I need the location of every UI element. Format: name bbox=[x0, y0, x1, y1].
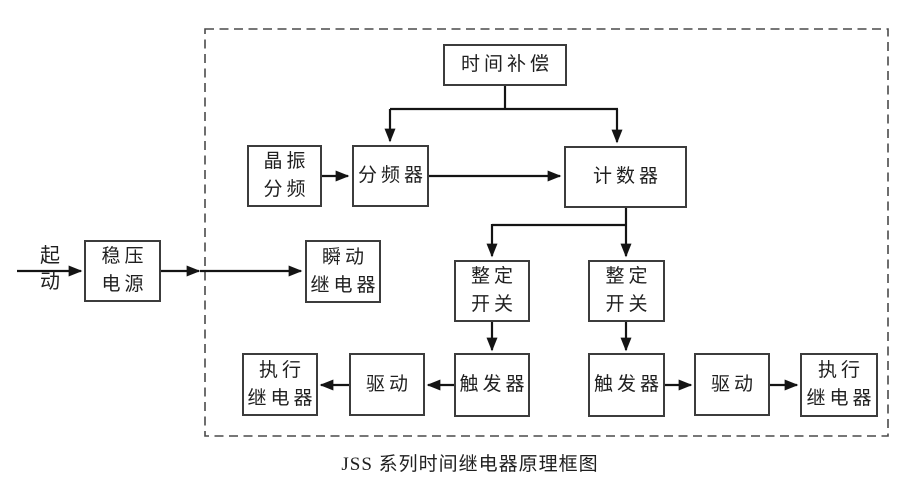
box-frequency-divider: 分频器 bbox=[352, 145, 429, 207]
box-setting-switch-right: 整定 开关 bbox=[588, 260, 665, 322]
box-drive-left-label: 驱动 bbox=[365, 373, 412, 395]
box-trigger-right-label: 触发器 bbox=[593, 374, 663, 395]
box-drive-right: 驱动 bbox=[694, 353, 770, 416]
box-setting-switch-left-line1: 整定 bbox=[470, 266, 517, 287]
start-label-line1: 起 bbox=[40, 245, 60, 267]
box-instant-relay-line1: 瞬动 bbox=[321, 246, 368, 268]
diagram-caption: JSS 系列时间继电器原理框图 bbox=[341, 454, 599, 475]
box-exec-relay-right-line2: 继电器 bbox=[806, 388, 876, 409]
box-drive-left: 驱动 bbox=[349, 353, 425, 416]
box-instant-relay-line2: 继电器 bbox=[310, 274, 380, 296]
start-input-label: 起 动 bbox=[26, 243, 74, 295]
box-setting-switch-left-line2: 开关 bbox=[470, 294, 517, 315]
box-instant-relay: 瞬动 继电器 bbox=[305, 240, 381, 303]
start-label-line2: 动 bbox=[40, 271, 60, 293]
box-power-supply-line1: 稳压 bbox=[101, 246, 148, 267]
box-crystal-divider-line2: 分频 bbox=[263, 179, 310, 200]
box-crystal-divider: 晶振 分频 bbox=[247, 145, 322, 207]
box-trigger-right: 触发器 bbox=[588, 353, 665, 417]
branch-time-compensation bbox=[390, 86, 618, 111]
box-exec-relay-right-line1: 执行 bbox=[817, 360, 864, 381]
box-trigger-left-label: 触发器 bbox=[459, 374, 529, 395]
box-counter-label: 计数器 bbox=[592, 166, 662, 187]
box-time-compensation-label: 时间补偿 bbox=[460, 54, 553, 75]
box-setting-switch-left: 整定 开关 bbox=[454, 260, 530, 322]
dashed-boundary bbox=[204, 28, 889, 437]
box-frequency-divider-label: 分频器 bbox=[357, 165, 427, 186]
box-drive-right-label: 驱动 bbox=[710, 373, 757, 395]
box-exec-relay-left-line2: 继电器 bbox=[247, 387, 317, 409]
branch-counter bbox=[492, 208, 628, 227]
box-setting-switch-right-line1: 整定 bbox=[605, 266, 652, 287]
box-counter: 计数器 bbox=[564, 146, 687, 208]
box-setting-switch-right-line2: 开关 bbox=[605, 294, 652, 315]
box-exec-relay-right: 执行 继电器 bbox=[800, 353, 878, 417]
box-power-supply-line2: 电源 bbox=[101, 274, 148, 295]
box-power-supply: 稳压 电源 bbox=[84, 240, 161, 302]
box-trigger-left: 触发器 bbox=[454, 353, 530, 417]
box-crystal-divider-line1: 晶振 bbox=[263, 151, 310, 172]
box-exec-relay-left-line1: 执行 bbox=[258, 359, 305, 381]
box-exec-relay-left: 执行 继电器 bbox=[242, 353, 318, 416]
box-time-compensation: 时间补偿 bbox=[443, 44, 567, 86]
